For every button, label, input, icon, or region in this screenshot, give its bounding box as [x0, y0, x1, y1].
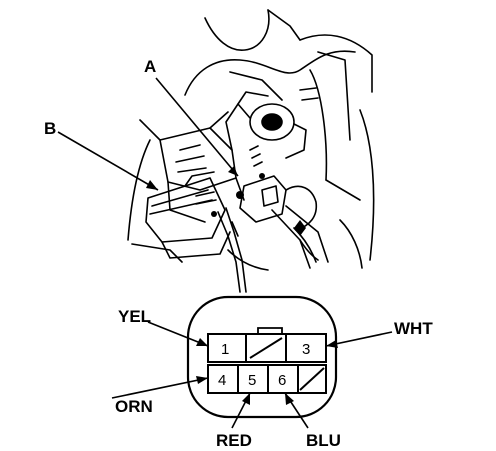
- pin-number-4: 4: [218, 372, 226, 389]
- illustration-shading: [211, 173, 306, 236]
- wire-orn-leader: [111, 377, 209, 399]
- wire-yel-arrowhead: [196, 338, 208, 346]
- pin-2-unused-slash: [249, 337, 283, 359]
- wire-label-yel: YEL: [118, 307, 209, 347]
- wire-orn-label: ORN: [115, 397, 153, 416]
- callout-a-label: A: [144, 57, 156, 76]
- callout-a: A: [144, 57, 239, 177]
- callout-b-leader: [57, 131, 159, 191]
- wire-red-label: RED: [216, 431, 252, 446]
- callout-b-label: B: [44, 119, 56, 138]
- pin-number-5: 5: [248, 372, 256, 389]
- connector-face: 1 3 4 5 6: [186, 295, 338, 419]
- wire-yel-label: YEL: [118, 307, 151, 326]
- pin-number-6: 6: [278, 372, 286, 389]
- pin-number-3: 3: [302, 341, 310, 358]
- wire-wht-leader: [325, 331, 393, 347]
- wire-orn-arrowhead: [196, 376, 208, 384]
- wire-label-blu: BLU: [284, 392, 341, 450]
- pin-cell-1: [207, 333, 247, 363]
- wire-label-orn: ORN: [111, 376, 209, 416]
- wire-wht-label: WHT: [394, 319, 433, 338]
- pin-number-1: 1: [221, 341, 229, 358]
- wire-blu-arrowhead: [285, 393, 294, 405]
- wire-label-red: RED: [216, 392, 252, 450]
- callout-a-leader: [155, 77, 239, 177]
- pin-7-unused-slash: [299, 367, 325, 391]
- wire-wht-arrowhead: [326, 340, 338, 348]
- callout-b: B: [44, 119, 159, 191]
- wire-red-arrowhead: [242, 393, 250, 405]
- callout-b-arrowhead: [146, 180, 158, 190]
- callout-a-arrowhead: [228, 166, 238, 176]
- pin-cell-3: [285, 333, 327, 363]
- steering-column-illustration: [127, 9, 375, 293]
- wire-label-wht: WHT: [325, 319, 433, 348]
- wire-blu-label: BLU: [306, 431, 341, 446]
- connector-lock-tab: [257, 327, 283, 334]
